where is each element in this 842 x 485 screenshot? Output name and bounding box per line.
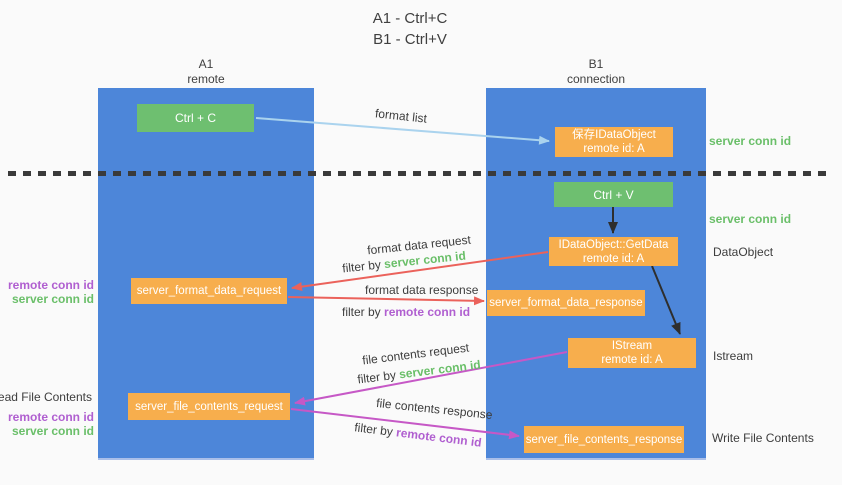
lane-a1-subtitle: remote	[187, 72, 225, 86]
remote-conn-id-filter-1: remote conn id	[384, 305, 471, 319]
idataobject-getdata-node: IDataObject::GetData remote id: A	[549, 237, 678, 266]
server-format-data-response-label: server_format_data_response	[489, 297, 643, 309]
format-data-request-arrow	[291, 251, 549, 292]
write-file-contents-label: Write File Contents	[712, 431, 814, 445]
server-conn-id-right-2: server conn id	[709, 212, 792, 226]
filter-by-text-2: filter by	[342, 305, 381, 319]
server-conn-id-left-2: server conn id	[11, 424, 94, 438]
file-contents-request-arrow	[294, 351, 568, 406]
read-file-contents-label: Read File Contents	[0, 390, 92, 404]
lane-b1-title: B1	[588, 57, 604, 71]
server-conn-id-right-1: server conn id	[709, 134, 792, 148]
server-file-contents-request-node: server_file_contents_request	[128, 393, 290, 420]
title-line-2: B1 - Ctrl+V	[373, 31, 447, 48]
istream-node: IStream remote id: A	[568, 338, 696, 368]
dataobject-label: DataObject	[713, 245, 774, 259]
getdata-line1: IDataObject::GetData	[558, 238, 669, 251]
server-format-data-response-node: server_format_data_response	[487, 290, 645, 316]
getdata-to-istream-arrow	[651, 265, 681, 335]
ctrl-c-node: Ctrl + C	[137, 104, 254, 132]
server-format-data-request-label: server_format_data_request	[136, 285, 282, 297]
machine-boundary-dotted-line	[8, 171, 832, 176]
format-data-response-label: format data response	[365, 283, 479, 297]
file-contents-response-arrow	[290, 408, 520, 440]
server-file-contents-response-label: server_file_contents_response	[525, 433, 683, 446]
remote-conn-id-left-1: remote conn id	[7, 278, 94, 292]
lane-a1-title: A1	[198, 57, 214, 71]
format-response-filter-label: filter by remote conn id	[342, 305, 470, 319]
format-list-arrow	[255, 117, 550, 145]
ctrl-v-node: Ctrl + V	[554, 182, 673, 207]
lane-b1-subtitle: connection	[566, 72, 626, 86]
ctrl-c-label: Ctrl + C	[174, 111, 216, 125]
format-data-response-arrow	[287, 296, 485, 306]
lane-header-b1: B1 connection	[486, 57, 706, 87]
getdata-line2: remote id: A	[582, 252, 645, 265]
istream-side-label: Istream	[713, 349, 754, 363]
ctrl-v-label: Ctrl + V	[593, 187, 634, 202]
lane-header-a1: A1 remote	[98, 57, 314, 87]
save-idataobject-line1: 保存IDataObject	[572, 129, 656, 141]
server-file-contents-request-label: server_file_contents_request	[135, 400, 283, 413]
istream-line2: remote id: A	[601, 354, 663, 366]
diagram-title: A1 - Ctrl+C B1 - Ctrl+V	[320, 8, 500, 50]
server-format-data-request-node: server_format_data_request	[131, 278, 287, 304]
remote-conn-id-left-2: remote conn id	[7, 410, 94, 424]
server-file-contents-response-node: server_file_contents_response	[524, 426, 684, 453]
title-line-1: A1 - Ctrl+C	[372, 10, 448, 27]
server-conn-id-left-1: server conn id	[11, 292, 94, 306]
save-idataobject-line2: remote id: A	[583, 143, 645, 155]
istream-line1: IStream	[611, 340, 653, 352]
save-idataobject-node: 保存IDataObject remote id: A	[555, 127, 673, 157]
